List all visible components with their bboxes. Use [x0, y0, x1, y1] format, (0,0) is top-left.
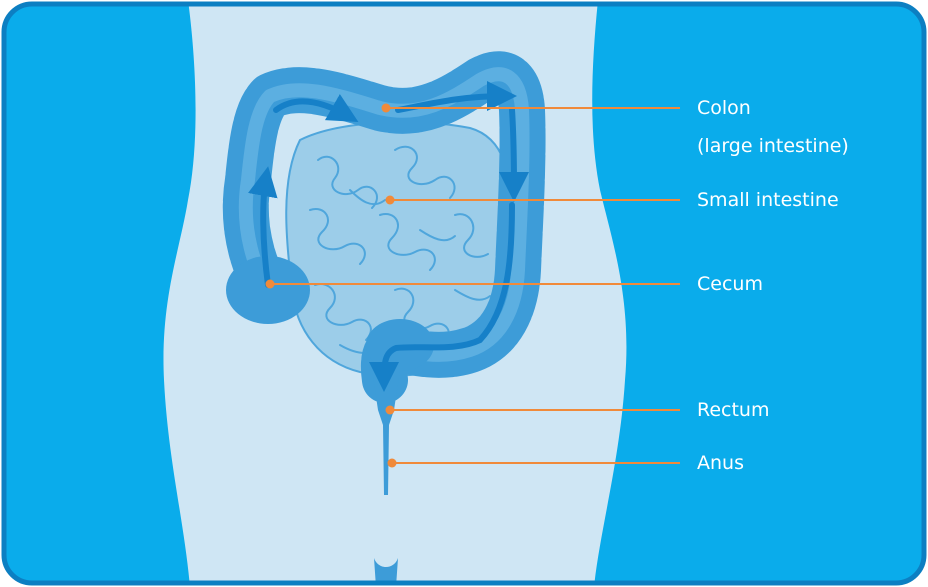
label-cecum: Cecum	[697, 273, 763, 295]
leader-dot-cecum	[266, 280, 275, 289]
label-small-intestine: Small intestine	[697, 189, 839, 211]
leader-dot-small-intestine	[386, 196, 395, 205]
leader-dot-rectum	[386, 406, 395, 415]
label-colon-subtitle: (large intestine)	[697, 135, 849, 157]
label-anus: Anus	[697, 452, 744, 474]
label-rectum: Rectum	[697, 399, 769, 421]
leader-dot-anus	[388, 459, 397, 468]
leader-dot-colon	[382, 104, 391, 113]
label-colon: Colon	[697, 97, 751, 119]
